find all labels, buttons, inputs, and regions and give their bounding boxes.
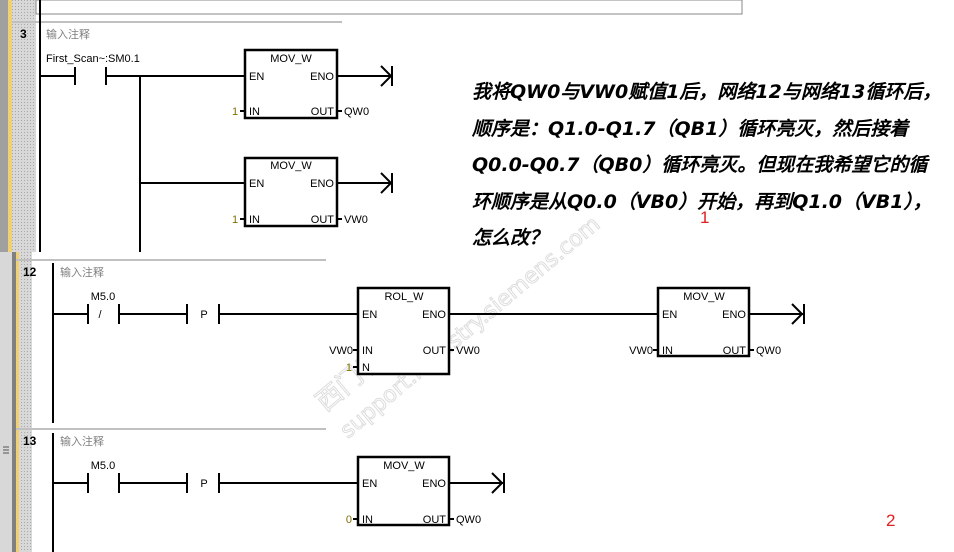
svg-text:ENO: ENO [422,309,446,321]
svg-text:P: P [200,478,207,490]
marker-2: 2 [886,511,896,530]
svg-text:EN: EN [249,71,264,83]
svg-text:1: 1 [346,362,352,374]
svg-text:OUT: OUT [723,345,747,357]
bottom-panel [0,252,954,552]
rol-w-box[interactable]: ROL_W EN ENO IN OUT N VW0 1 VW0 [329,286,658,376]
svg-text:ENO: ENO [722,309,746,321]
network-comment[interactable]: 输入注释 [60,265,104,279]
svg-text:QW0: QW0 [456,514,481,526]
svg-text:0: 0 [346,514,352,526]
svg-text:VW0: VW0 [456,345,480,357]
svg-text:IN: IN [249,214,260,226]
marker-1: 1 [700,208,710,227]
contact-label: First_Scan~:SM0.1 [46,53,140,65]
svg-text:OUT: OUT [311,214,335,226]
network-12: 12 输入注释 M5.0 / P ROL_W EN ENO IN OUT N V… [23,263,805,423]
svg-text:MOV_W: MOV_W [270,160,312,172]
svg-text:N: N [362,362,370,374]
top-panel [0,0,743,252]
network-number: 3 [20,27,27,41]
svg-text:EN: EN [662,309,677,321]
svg-text:MOV_W: MOV_W [383,460,425,472]
mov-w-box-1[interactable]: MOV_W EN ENO IN OUT 1 QW0 [232,48,393,120]
svg-text:ENO: ENO [422,478,446,490]
svg-text:VW0: VW0 [629,345,653,357]
network-13: 13 输入注释 M5.0 P MOV_W EN ENO IN OUT 0 QW0 [23,433,505,552]
svg-text:OUT: OUT [423,345,447,357]
contact-label: M5.0 [91,460,115,472]
svg-text:EN: EN [362,478,377,490]
splitter-handle[interactable] [3,446,9,454]
svg-text:EN: EN [249,178,264,190]
network-comment[interactable]: 输入注释 [60,434,104,448]
svg-text:IN: IN [249,106,260,118]
svg-text:/: / [98,309,102,321]
svg-text:MOV_W: MOV_W [270,53,312,65]
network-number: 13 [23,434,37,448]
rung-wire [40,67,245,252]
svg-text:OUT: OUT [311,106,335,118]
network-number: 12 [23,265,37,279]
svg-text:QW0: QW0 [344,106,369,118]
mov-w-box-2[interactable]: MOV_W EN ENO IN OUT 1 VW0 [232,156,393,228]
network-comment[interactable]: 输入注释 [46,27,90,41]
mov-w-box[interactable]: MOV_W EN ENO IN OUT 0 QW0 [346,455,505,527]
svg-text:MOV_W: MOV_W [683,291,725,303]
svg-text:IN: IN [362,514,373,526]
svg-text:1: 1 [232,106,238,118]
svg-text:IN: IN [662,345,673,357]
network-3: 3 输入注释 First_Scan~:SM0.1 MOV_W EN ENO IN… [20,27,393,252]
mov-w-box[interactable]: MOV_W EN ENO IN OUT VW0 QW0 [629,286,805,358]
contact-label: M5.0 [91,291,115,303]
question-text: 我将QW0与VW0赋值1后，网络12与网络13循环后，顺序是：Q1.0-Q1.7… [472,81,942,249]
svg-text:EN: EN [362,309,377,321]
svg-text:ROL_W: ROL_W [384,291,424,303]
svg-text:OUT: OUT [423,514,447,526]
svg-text:ENO: ENO [310,178,334,190]
svg-text:1: 1 [232,214,238,226]
svg-text:VW0: VW0 [344,214,368,226]
svg-text:IN: IN [362,345,373,357]
svg-text:ENO: ENO [310,71,334,83]
svg-text:QW0: QW0 [756,345,781,357]
svg-text:P: P [200,309,207,321]
svg-text:VW0: VW0 [329,345,353,357]
